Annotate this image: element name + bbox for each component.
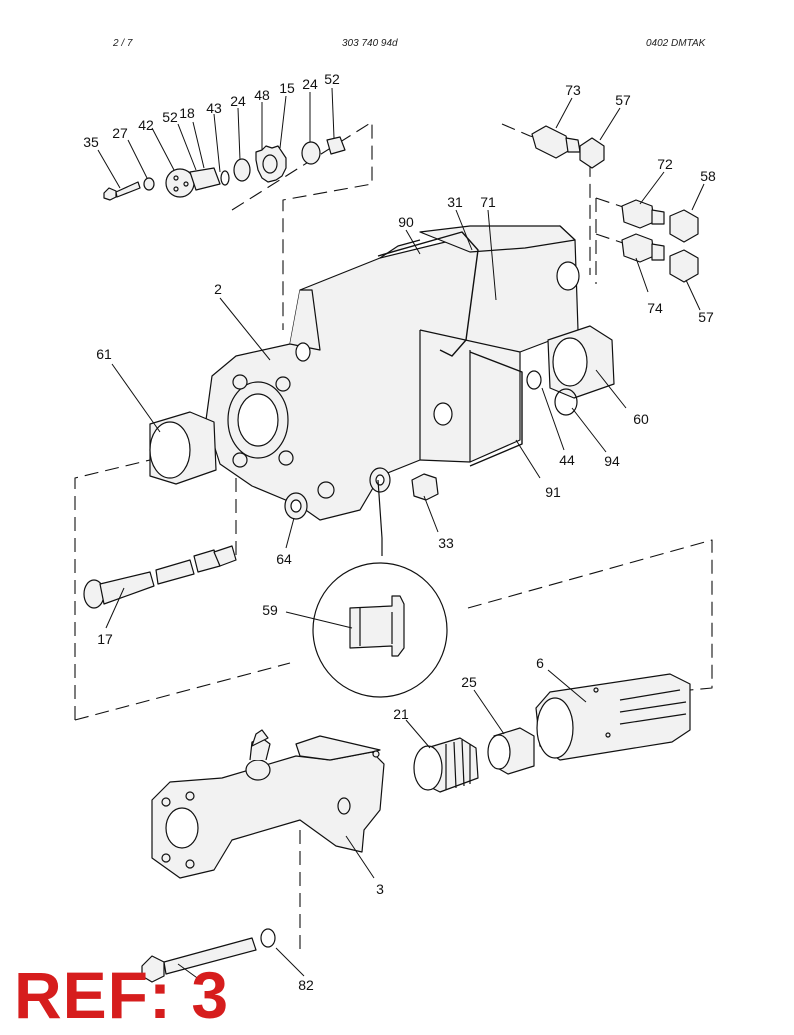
bolt-35-part [103,181,141,201]
page-number: 2 / 7 [113,38,133,49]
callout-72: 72 [657,156,673,172]
ring-43-part [220,170,230,186]
callout-43: 43 [206,100,222,116]
ring-94-part [554,388,578,416]
callout-61: 61 [96,346,112,362]
callout-33: 33 [438,535,454,551]
sleeve-60-part [547,325,615,399]
callout-60: 60 [633,411,649,427]
shaft-6-part [535,673,691,761]
bushing-52-part [326,136,346,155]
bolt-82-part [141,937,257,983]
document-code: 0402 DMTAK [646,38,706,49]
bolt-17-part [83,545,237,609]
callout-42: 42 [138,117,154,133]
callout-25: 25 [461,674,477,690]
bushing-64-part [284,492,308,520]
detail-59-view [312,479,448,698]
callout-94: 94 [604,453,620,469]
callout-91: 91 [545,484,561,500]
callout-17: 17 [97,631,113,647]
callout-90: 90 [398,214,414,230]
washer-82-part [260,928,276,948]
callout-3: 3 [376,881,384,897]
callout-57b: 57 [698,309,714,325]
flange-42-part [165,168,195,198]
washer-24b-part [301,141,321,165]
callout-31: 31 [447,194,463,210]
gasket-90-part [377,231,479,357]
callout-2: 2 [214,281,222,297]
callout-44: 44 [559,452,575,468]
pump-body-2-part [205,225,580,521]
shaft-18-part [189,167,221,191]
callout-57: 57 [615,92,631,108]
callout-18: 18 [179,105,195,121]
callout-24: 24 [230,93,246,109]
pin-part [369,467,391,493]
ring-44-part [526,370,542,390]
callout-15: 15 [279,80,295,96]
callout-48: 48 [254,87,270,103]
callout-21: 21 [393,706,409,722]
callout-73: 73 [565,82,581,98]
callout-82: 82 [298,977,314,993]
callout-71: 71 [480,194,496,210]
fitting-74-part [621,233,665,263]
callout-35: 35 [83,134,99,150]
bearing-21-part [413,737,479,793]
nut-33-part [411,473,439,501]
ref-label: REF: 3 [14,958,230,1032]
plug-58-part [669,209,699,243]
washer-27-part [143,177,155,191]
leader-lines [97,87,705,981]
callout-27: 27 [112,125,128,141]
fitting-73-part [531,125,581,159]
plug-57b-part [669,249,699,283]
fitting-72-part [621,199,665,229]
document-number: 303 740 94d [342,38,398,49]
callout-58: 58 [700,168,716,184]
sleeve-61-part [149,411,217,485]
callout-52b: 52 [324,71,340,87]
plug-57-part [579,137,605,169]
gasket-91-part [469,351,523,467]
callout-24b: 24 [302,76,318,92]
housing-3-part [151,729,385,879]
bearing-25-part [487,727,535,775]
callout-64: 64 [276,551,292,567]
callout-labels: 35 27 42 52 18 43 24 48 15 24 52 73 57 7… [83,71,716,993]
gear-15-part [255,145,287,183]
washer-24-part [233,158,251,182]
callout-52: 52 [162,109,178,125]
callout-6: 6 [536,655,544,671]
assembly-dashed-lines [74,121,713,950]
callout-74: 74 [647,300,663,316]
callout-59: 59 [262,602,278,618]
